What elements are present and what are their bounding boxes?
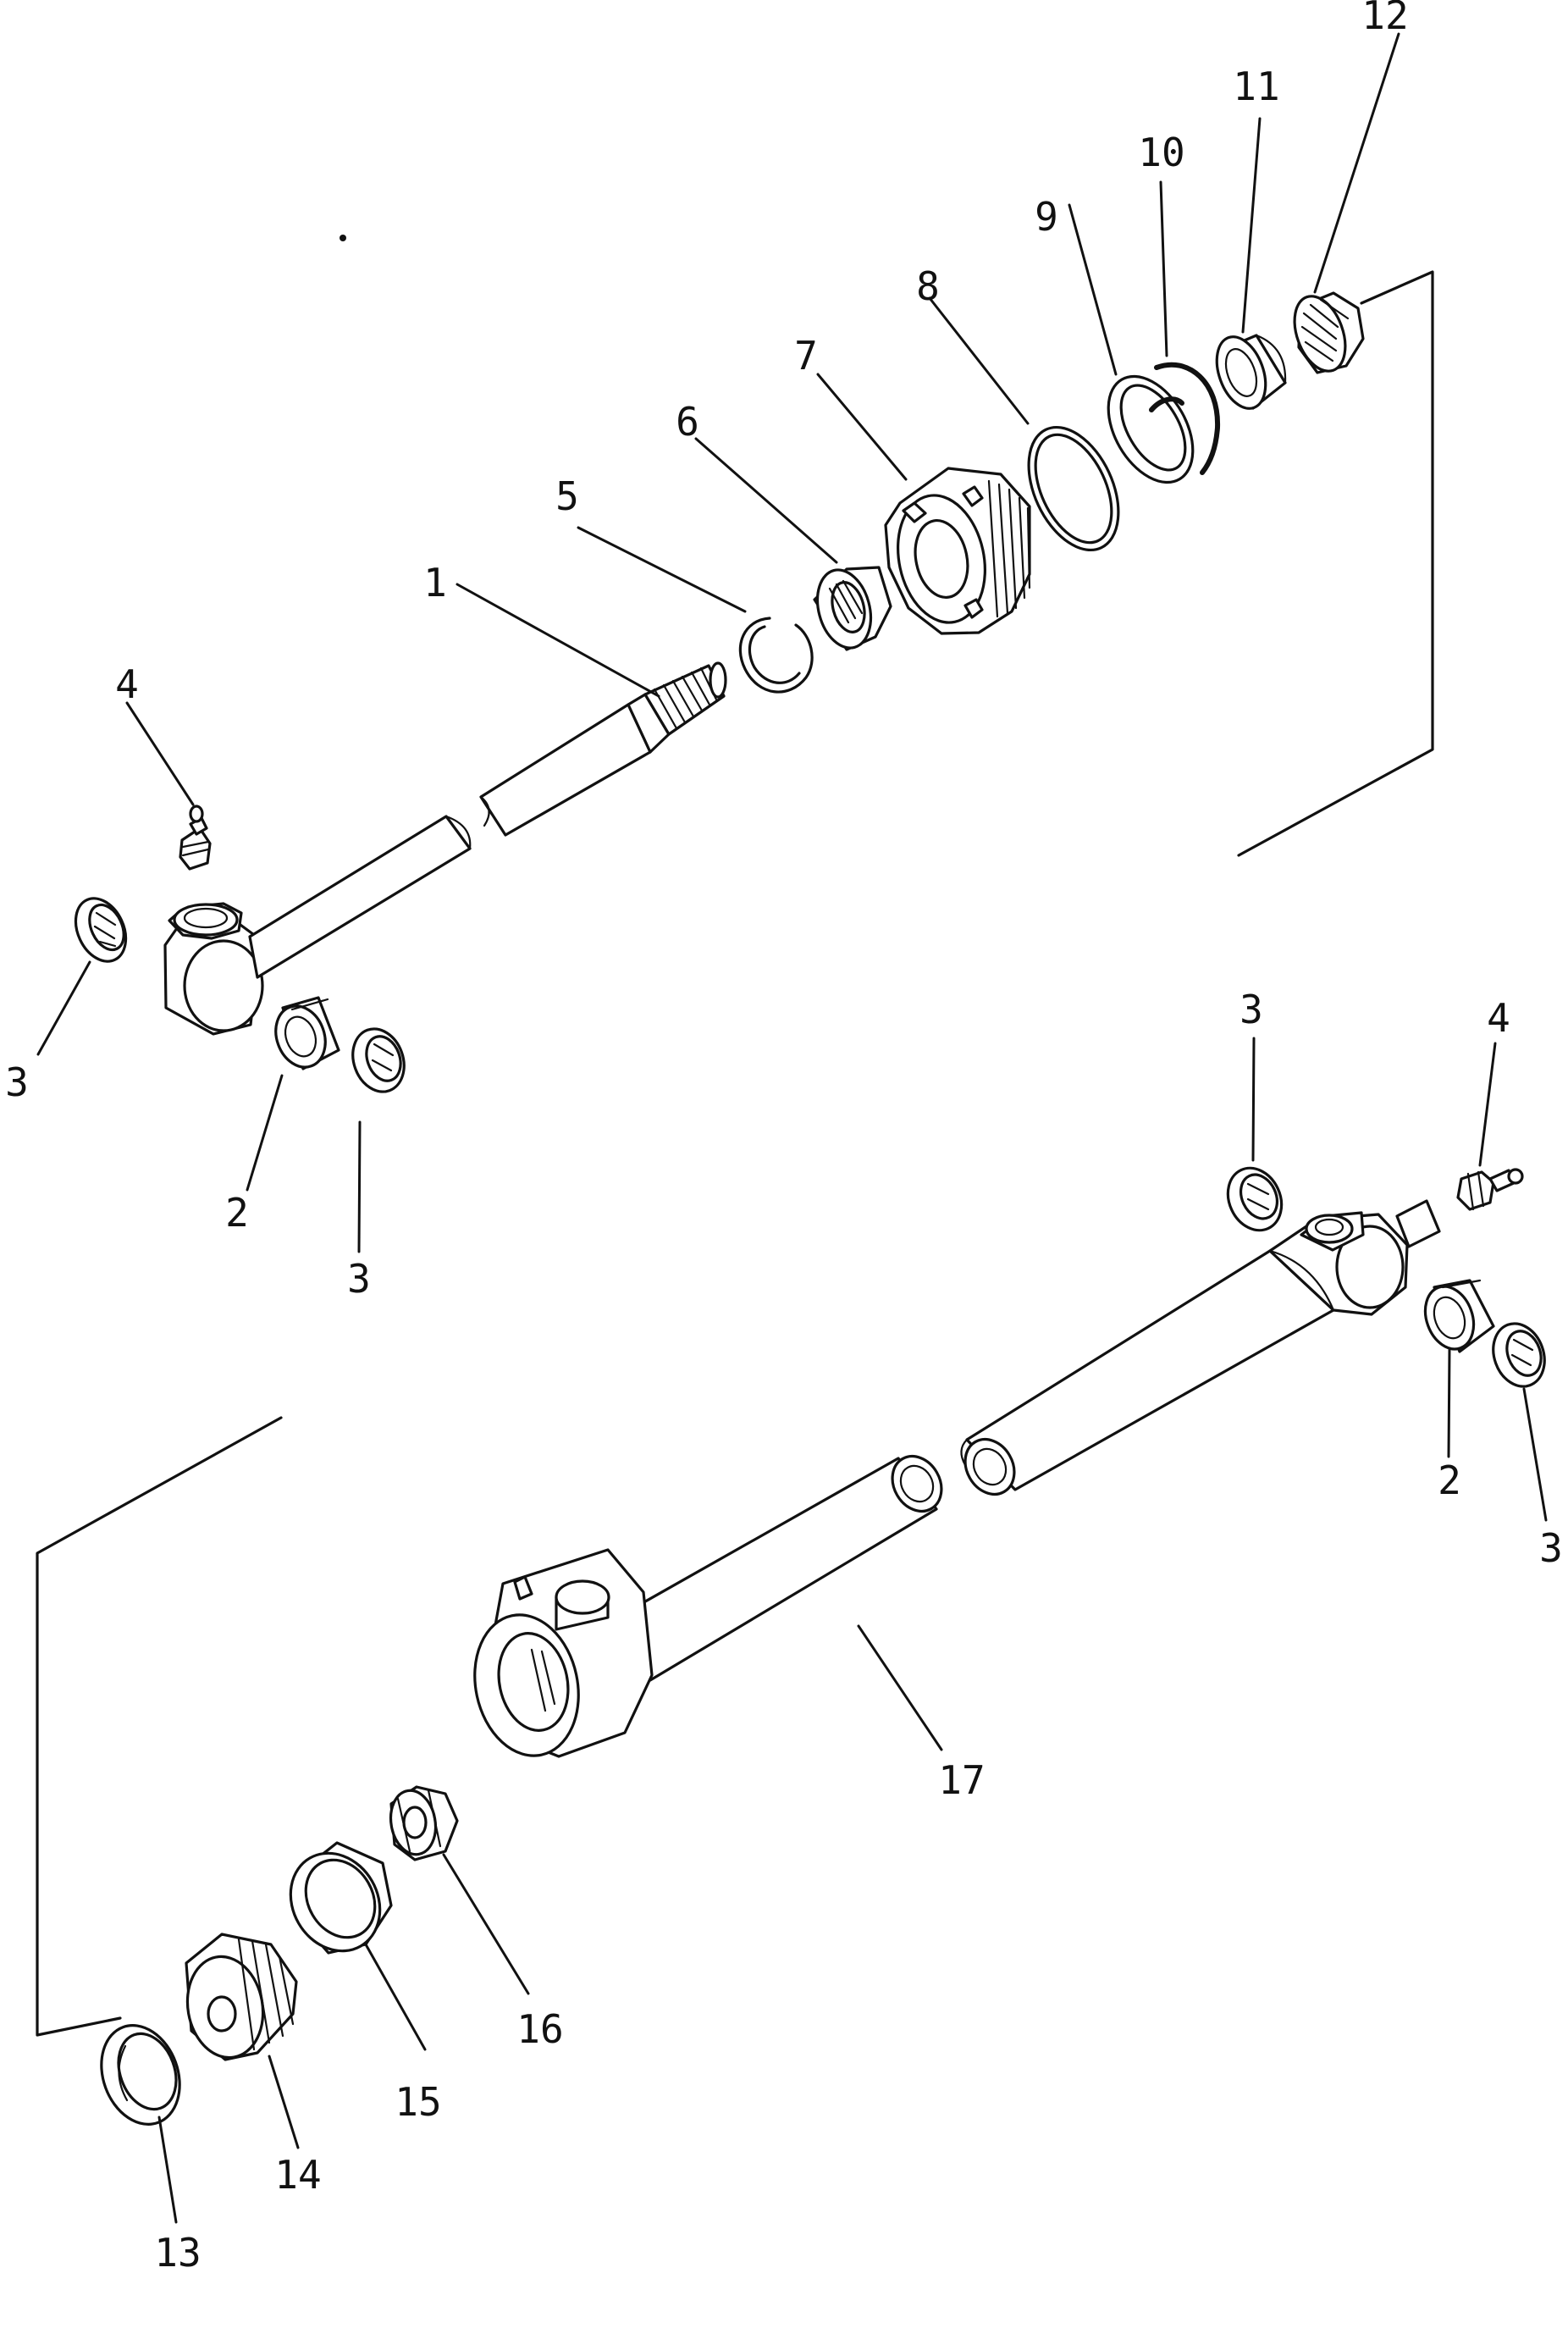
bushing-2b (1423, 1279, 1495, 1353)
seal-ring-3d (1492, 1322, 1546, 1388)
callout-2-top: 2 (225, 1190, 249, 1236)
bushing-2a (274, 996, 340, 1070)
callout-14: 14 (274, 2152, 321, 2198)
callout-4-top: 4 (115, 661, 139, 707)
wiper-seal-nut (1293, 291, 1365, 374)
grease-fitting-top (179, 805, 212, 871)
assembly-connector-bottom (36, 1416, 283, 2037)
callout-13: 13 (154, 2230, 201, 2276)
callout-6: 6 (676, 399, 699, 445)
callout-15: 15 (395, 2079, 441, 2125)
callout-1: 1 (423, 560, 447, 606)
piston-rod (163, 661, 727, 1036)
callout-16: 16 (516, 2006, 563, 2052)
wear-ring (289, 1841, 393, 1955)
piston-seal-ring (100, 2024, 181, 2126)
cylinder-tube (473, 1199, 1441, 1758)
o-ring-head (1027, 425, 1120, 552)
piston-nut (389, 1785, 459, 1861)
callout-numbers: 1 2 2 3 3 3 3 4 4 5 6 7 8 9 10 11 12 13 … (5, 0, 1563, 2276)
rod-bushing (813, 566, 892, 651)
callout-10: 10 (1138, 130, 1184, 175)
seal-ring-3c (1226, 1166, 1284, 1232)
callout-5: 5 (555, 473, 579, 519)
callout-2-bottom: 2 (1438, 1457, 1461, 1503)
seal-ring-3a (74, 897, 128, 963)
stray-dot (340, 235, 346, 241)
head-bushing (1215, 334, 1287, 410)
callout-12: 12 (1361, 0, 1408, 38)
snap-ring (738, 617, 814, 694)
callout-3-right-bottom: 3 (1539, 1525, 1563, 1571)
callout-17: 17 (938, 1757, 985, 1803)
callout-4-bottom: 4 (1487, 995, 1510, 1041)
leader-lines (36, 32, 1548, 2224)
callout-7: 7 (794, 333, 818, 379)
callout-3-top-left: 3 (5, 1059, 29, 1105)
callout-3-top-eye: 3 (347, 1256, 371, 1302)
seal-ring-3b (351, 1027, 406, 1093)
callout-9: 9 (1035, 194, 1058, 240)
grease-fitting-bottom (1456, 1168, 1524, 1211)
assembly-connector-top (1237, 270, 1434, 857)
callout-11: 11 (1233, 64, 1279, 109)
backup-ring (1107, 374, 1195, 484)
dust-seal-ring (1149, 362, 1221, 475)
callout-8: 8 (916, 263, 940, 309)
cylinder-head (884, 467, 1031, 635)
callout-3-right-top: 3 (1239, 987, 1263, 1032)
piston (185, 1933, 298, 2061)
